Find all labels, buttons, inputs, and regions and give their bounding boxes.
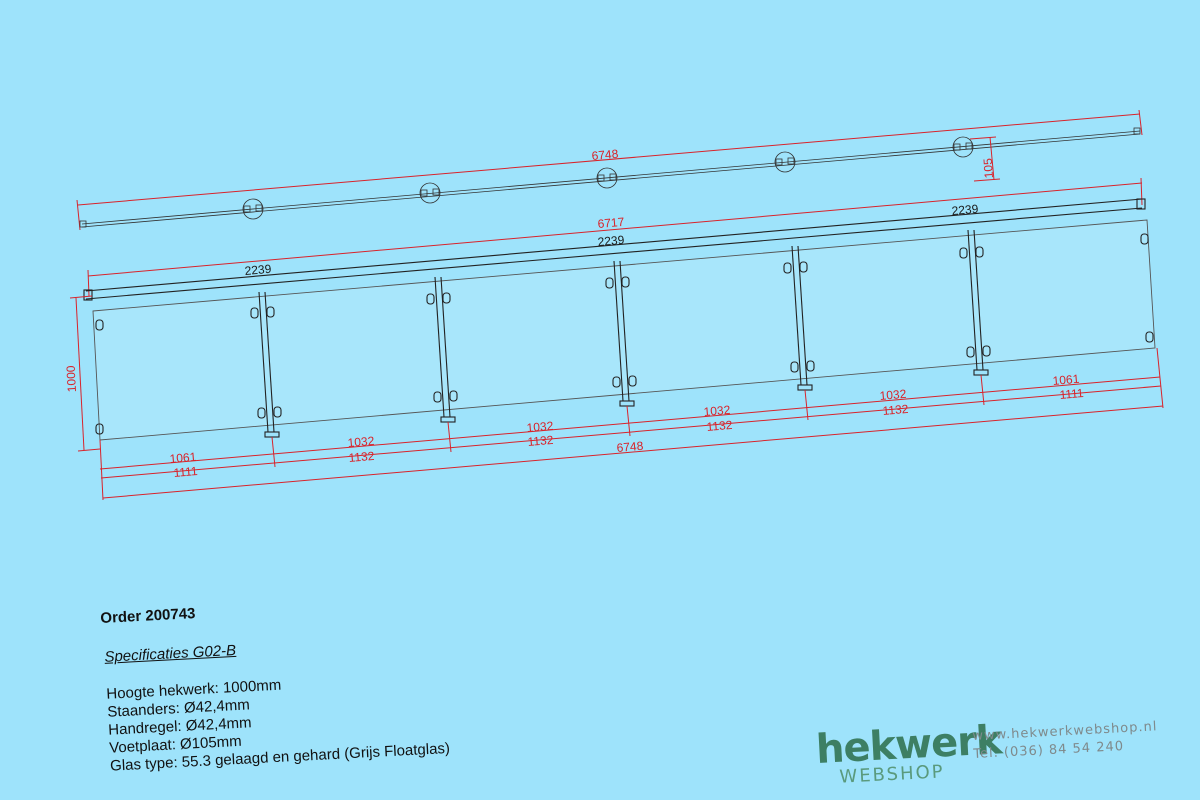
spec-title: Specificaties G02-B xyxy=(104,641,237,666)
handrail-segment-label: 2239 xyxy=(244,262,272,278)
post-spacing-label: 1111 xyxy=(1059,386,1084,402)
glass-gap-label: 1061 xyxy=(1052,372,1080,388)
bottom-total-label: 6748 xyxy=(616,439,644,455)
top-view-post xyxy=(242,198,264,220)
specifications-block: Order 200743 Specificaties G02-B Hoogte … xyxy=(100,581,668,776)
top-view-post xyxy=(596,167,618,189)
glass-gap-label: 1032 xyxy=(703,403,731,419)
glass-gap-label: 1061 xyxy=(169,450,197,466)
glass-gap-label: 1032 xyxy=(879,387,907,403)
top-view-post xyxy=(952,136,974,158)
post xyxy=(250,291,282,438)
post-spacing-label: 1111 xyxy=(173,464,198,480)
post xyxy=(605,260,637,407)
height-label: 1000 xyxy=(64,365,79,393)
top-view: 6748 105 xyxy=(76,109,1143,231)
top-view-offset-label: 105 xyxy=(981,157,996,178)
post-spacing-label: 1132 xyxy=(527,433,554,449)
post xyxy=(426,276,458,423)
top-view-length-label: 6748 xyxy=(591,147,619,163)
glass-gap-label: 1032 xyxy=(347,434,375,450)
front-view: 6717 2239 2239 2239 xyxy=(64,177,1164,501)
top-view-post xyxy=(419,182,441,204)
post xyxy=(783,245,815,391)
post-spacing-label: 1132 xyxy=(882,402,909,418)
handrail-total-label: 6717 xyxy=(597,215,625,231)
post-spacing-label: 1132 xyxy=(348,449,375,465)
top-view-post xyxy=(774,151,796,173)
post-spacing-label: 1132 xyxy=(706,418,733,434)
glass-gap-label: 1032 xyxy=(526,419,554,435)
